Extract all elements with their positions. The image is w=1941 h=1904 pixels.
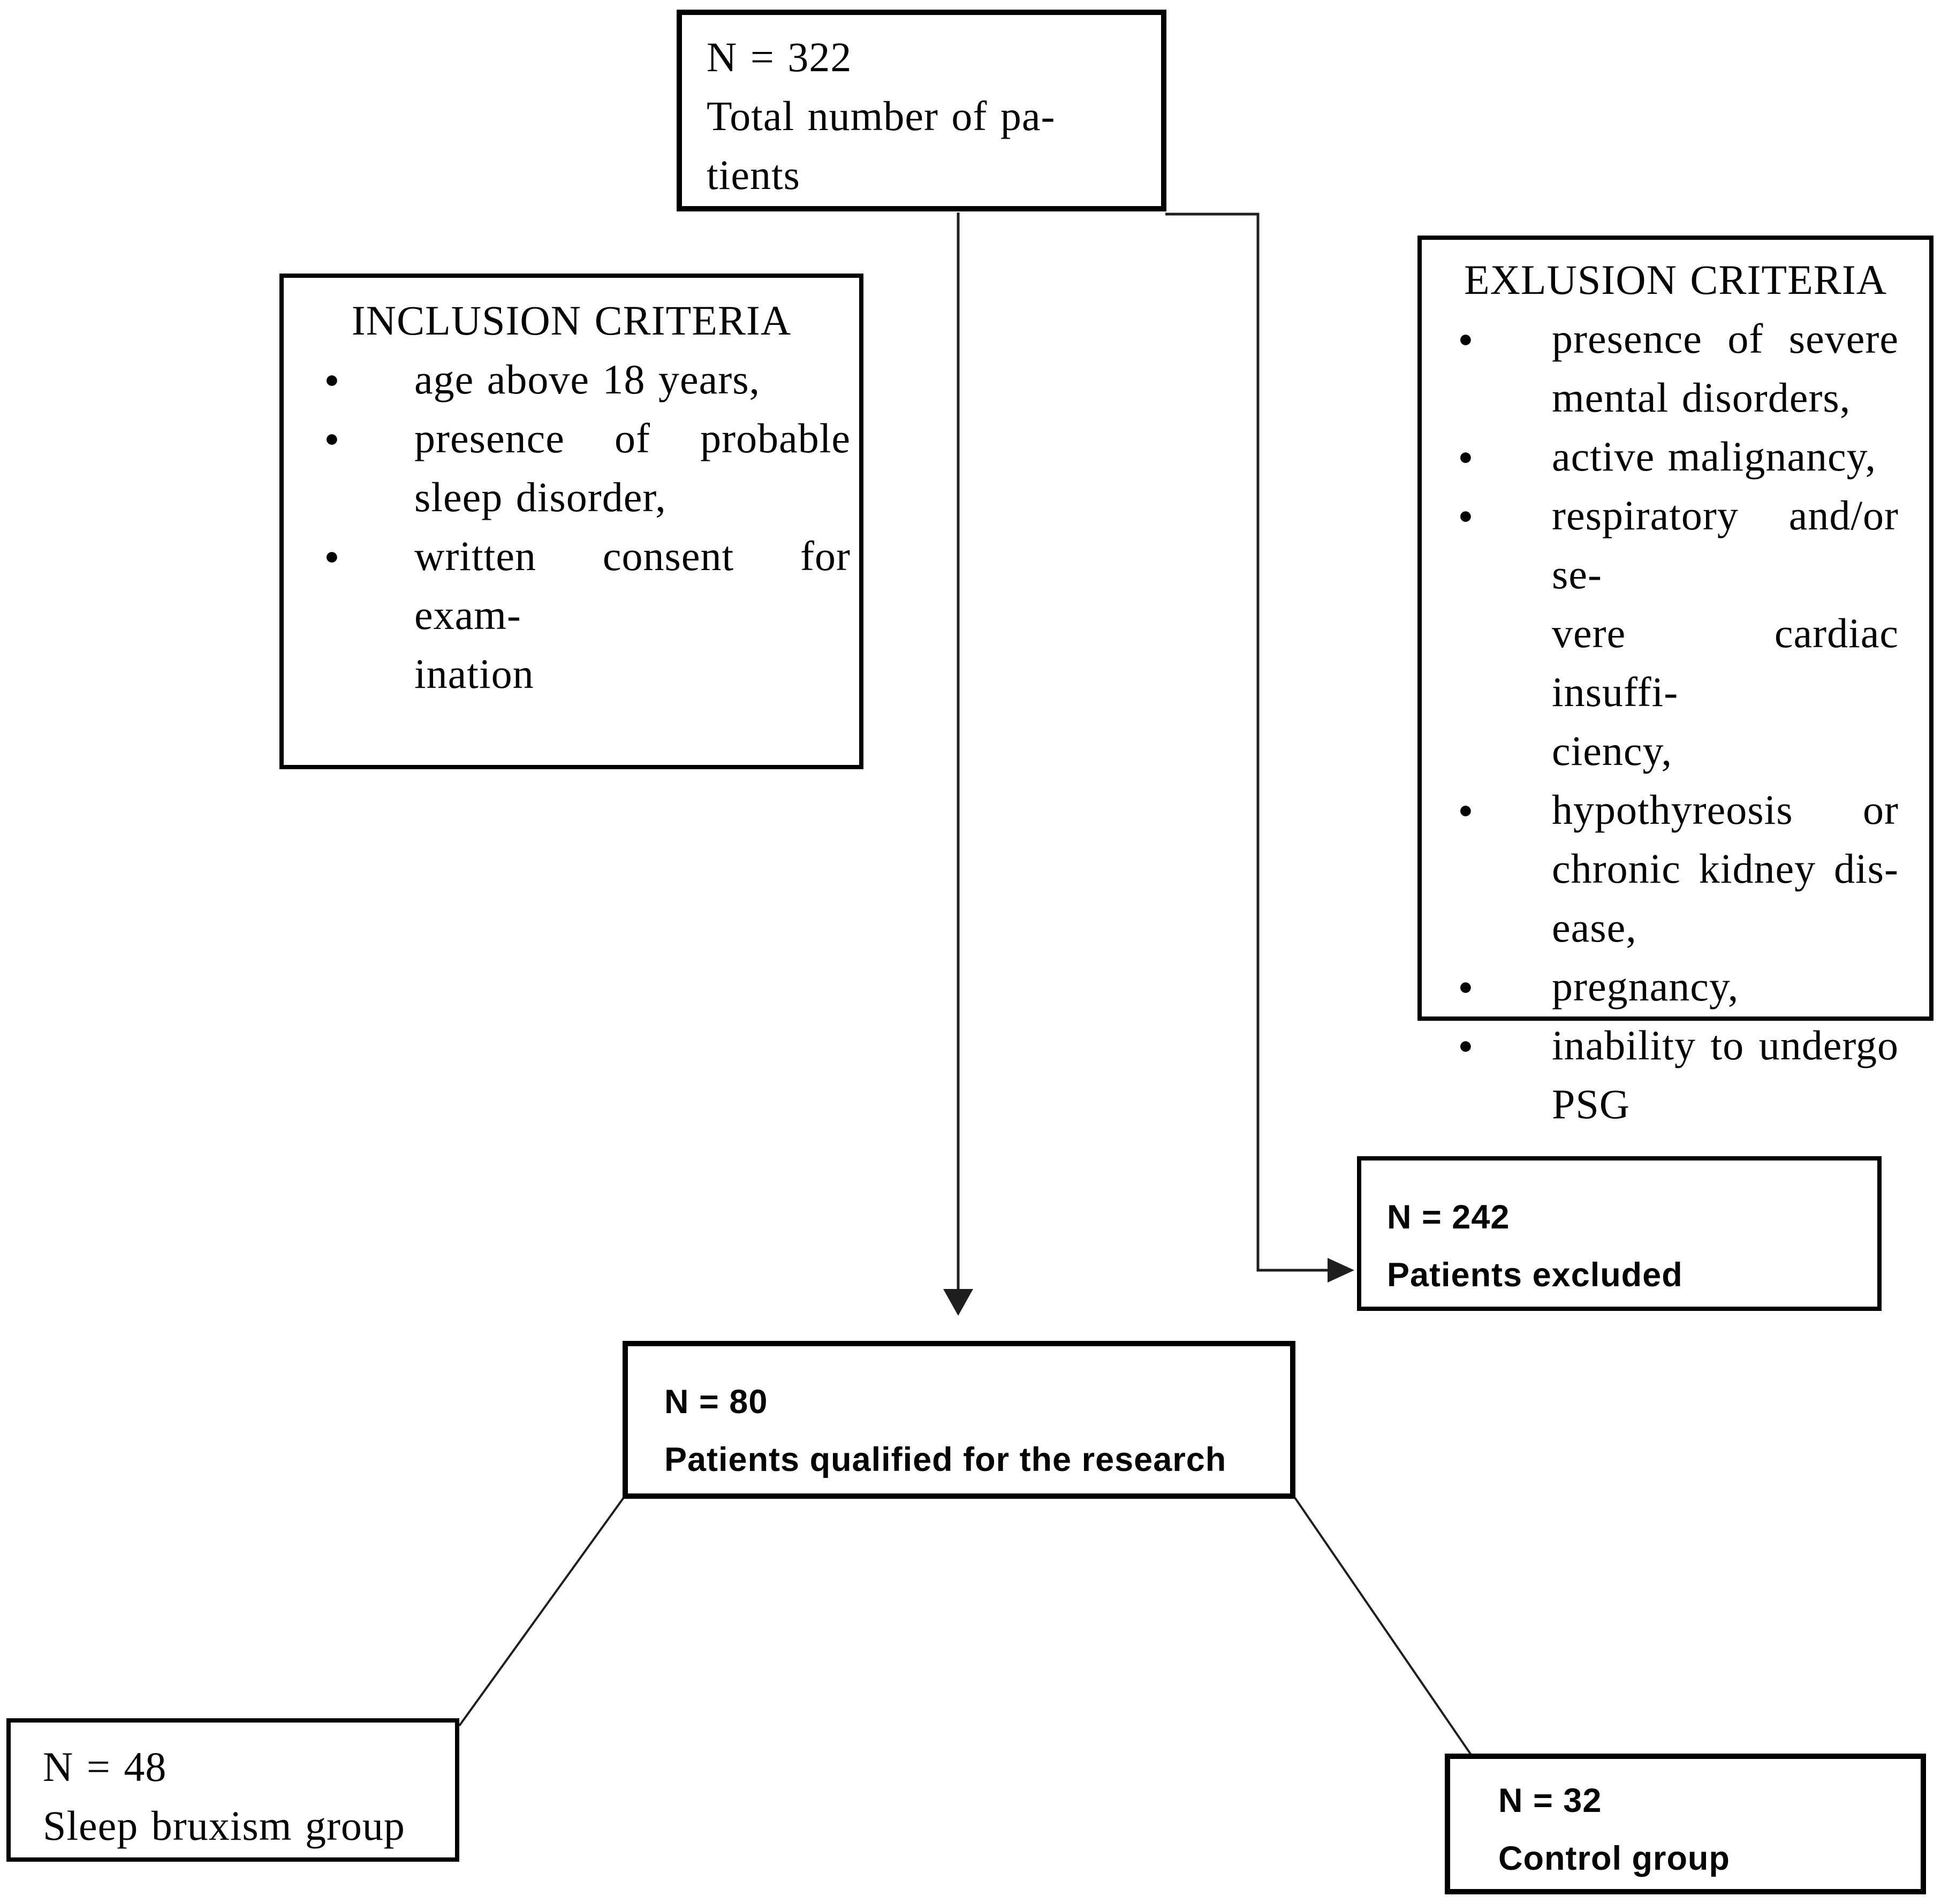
total-label-line-2: tients [707,151,800,198]
bullet-icon: ● [1458,325,1474,352]
exclusion-bullet-malignancy: ● active malignancy, [1422,427,1929,486]
control-n-value: N = 32 [1498,1782,1602,1819]
bullet-line: respiratory and/or se- [1552,492,1899,597]
arrow-total-to-excluded-line [1165,213,1329,1272]
bullet-icon: ● [324,424,340,452]
bullet-line: PSG [1552,1081,1631,1127]
bullet-line: age above 18 years, [414,356,761,403]
bullet-line: inability to undergo [1552,1022,1899,1068]
bullet-line: presence of probable [414,415,851,461]
bullet-line: hypothyreosis or [1552,786,1899,833]
bruxism-label: Sleep bruxism group [43,1802,405,1849]
bullet-line: written consent for exam- [414,533,851,638]
bullet-icon: ● [1458,973,1474,1000]
bullet-icon: ● [324,366,340,393]
qualified-label: Patients qualified for the research [664,1441,1227,1478]
bullet-line: chronic kidney dis- [1552,845,1899,892]
inclusion-bullet-consent: ● written consent for exam- ination [284,527,859,703]
exclusion-title: EXLUSION CRITERIA [1464,256,1887,303]
exclusion-bullet-kidney: ● hypothyreosis or chronic kidney dis- e… [1422,780,1929,957]
exclusion-criteria-box: EXLUSION CRITERIA ● presence of severe m… [1417,236,1934,1127]
bullet-icon: ● [1458,443,1474,470]
inclusion-criteria-box: INCLUSION CRITERIA ● age above 18 years,… [279,274,863,769]
bullet-icon: ● [1458,796,1474,823]
patients-qualified-box: N = 80 Patients qualified for the resear… [623,1341,1295,1499]
bullet-line: active malignancy, [1552,433,1877,480]
control-group-box: N = 32 Control group [1445,1754,1926,1894]
exclusion-bullet-psg: ● inability to undergo PSG [1422,1016,1929,1134]
arrow-right-head [1328,1258,1354,1283]
exclusion-bullet-pregnancy: ● pregnancy, [1422,957,1929,1016]
bruxism-n-value: N = 48 [43,1743,167,1790]
control-label: Control group [1498,1840,1730,1877]
exclusion-bullet-cardiac: ● respiratory and/or se- vere cardiac in… [1422,486,1929,780]
inclusion-title: INCLUSION CRITERIA [351,297,792,344]
total-patients-box: N = 322 Total number of pa- tients [677,10,1166,211]
bullet-line: ination [414,650,534,697]
sleep-bruxism-group-box: N = 48 Sleep bruxism group [6,1718,459,1862]
patients-excluded-box: N = 242 Patients excluded [1357,1156,1882,1311]
edge-qualified-to-control [1294,1497,1472,1756]
bullet-line: presence of severe [1552,315,1899,362]
total-n-value: N = 322 [707,34,852,80]
excluded-n-value: N = 242 [1387,1198,1510,1236]
bullet-icon: ● [324,542,340,570]
bullet-line: ciency, [1552,727,1672,774]
bullet-line: mental disorders, [1552,374,1851,421]
bullet-line: vere cardiac insuffi- [1552,610,1899,715]
qualified-n-value: N = 80 [664,1383,768,1421]
bullet-icon: ● [1458,1031,1474,1059]
inclusion-bullet-age: ● age above 18 years, [284,350,859,409]
exclusion-bullet-mental: ● presence of severe mental disorders, [1422,309,1929,427]
bullet-icon: ● [1458,502,1474,529]
total-label-line-1: Total number of pa- [707,93,1056,139]
bullet-line: ease, [1552,904,1637,951]
bullet-line: pregnancy, [1552,963,1739,1010]
excluded-label: Patients excluded [1387,1256,1683,1294]
edge-qualified-to-bruxism [458,1497,625,1727]
inclusion-bullet-sleep-disorder: ● presence of probable sleep disorder, [284,409,859,527]
arrow-down-head [943,1289,973,1316]
bullet-line: sleep disorder, [414,474,666,520]
